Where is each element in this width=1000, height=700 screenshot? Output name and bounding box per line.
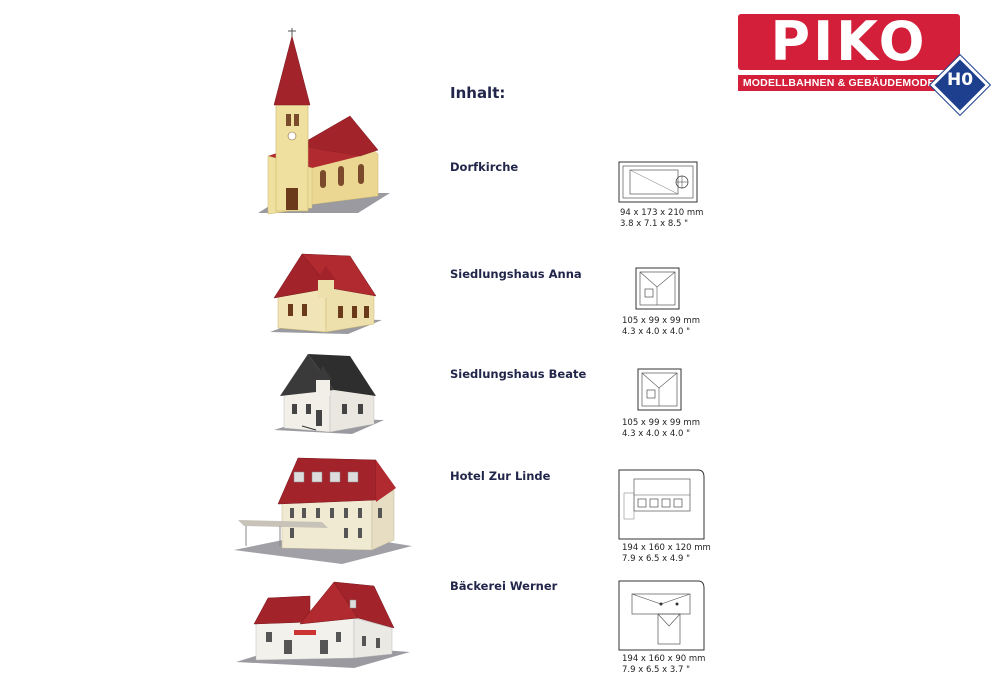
dimensions-hotel-zur-linde: 194 x 160 x 120 mm 7.9 x 6.5 x 4.9 " (622, 543, 711, 565)
dimensions-inch: 3.8 x 7.1 x 8.5 " (620, 219, 689, 229)
dorfkirche-model-image (258, 28, 390, 215)
dimensions-mm: 194 x 160 x 120 mm (622, 543, 711, 553)
dimensions-mm: 105 x 99 x 99 mm (622, 316, 700, 326)
item-name-siedlungshaus-beate: Siedlungshaus Beate (450, 367, 587, 381)
floorplan-siedlungshaus-anna (635, 267, 680, 310)
baeckerei-werner-model-image (236, 581, 410, 668)
dimensions-inch: 7.9 x 6.5 x 3.7 " (622, 665, 691, 675)
h0-badge-label: H0 (946, 70, 974, 90)
dimensions-mm: 94 x 173 x 210 mm (620, 208, 704, 218)
floorplan-hotel-zur-linde (618, 469, 705, 540)
dimensions-inch: 4.3 x 4.0 x 4.0 " (622, 429, 691, 439)
item-name-baeckerei-werner: Bäckerei Werner (450, 579, 558, 593)
hotel-zur-linde-model-image (234, 457, 412, 564)
logo-wordmark: PIKO (738, 14, 960, 70)
contents-heading: Inhalt: (450, 84, 506, 102)
floorplan-baeckerei-werner (618, 580, 705, 651)
piko-logo: PIKO MODELLBAHNEN & GEBÄUDEMODELLE H0 (738, 14, 992, 117)
dimensions-inch: 4.3 x 4.0 x 4.0 " (622, 327, 691, 337)
item-name-siedlungshaus-anna: Siedlungshaus Anna (450, 267, 582, 281)
dimensions-mm: 194 x 160 x 90 mm (622, 654, 706, 664)
dimensions-mm: 105 x 99 x 99 mm (622, 418, 700, 428)
item-name-dorfkirche: Dorfkirche (450, 160, 519, 174)
dimensions-dorfkirche: 94 x 173 x 210 mm 3.8 x 7.1 x 8.5 " (620, 208, 703, 230)
siedlungshaus-anna-model-image (270, 253, 382, 334)
logo-tagline: MODELLBAHNEN & GEBÄUDEMODELLE (738, 75, 960, 91)
dimensions-baeckerei-werner: 194 x 160 x 90 mm 7.9 x 6.5 x 3.7 " (622, 654, 705, 676)
dimensions-siedlungshaus-beate: 105 x 99 x 99 mm 4.3 x 4.0 x 4.0 " (622, 418, 700, 440)
floorplan-siedlungshaus-beate (637, 368, 682, 411)
floorplan-dorfkirche (618, 161, 698, 203)
dimensions-inch: 7.9 x 6.5 x 4.9 " (622, 554, 691, 564)
item-name-hotel-zur-linde: Hotel Zur Linde (450, 469, 551, 483)
siedlungshaus-beate-model-image (274, 354, 384, 434)
dimensions-siedlungshaus-anna: 105 x 99 x 99 mm 4.3 x 4.0 x 4.0 " (622, 316, 700, 338)
